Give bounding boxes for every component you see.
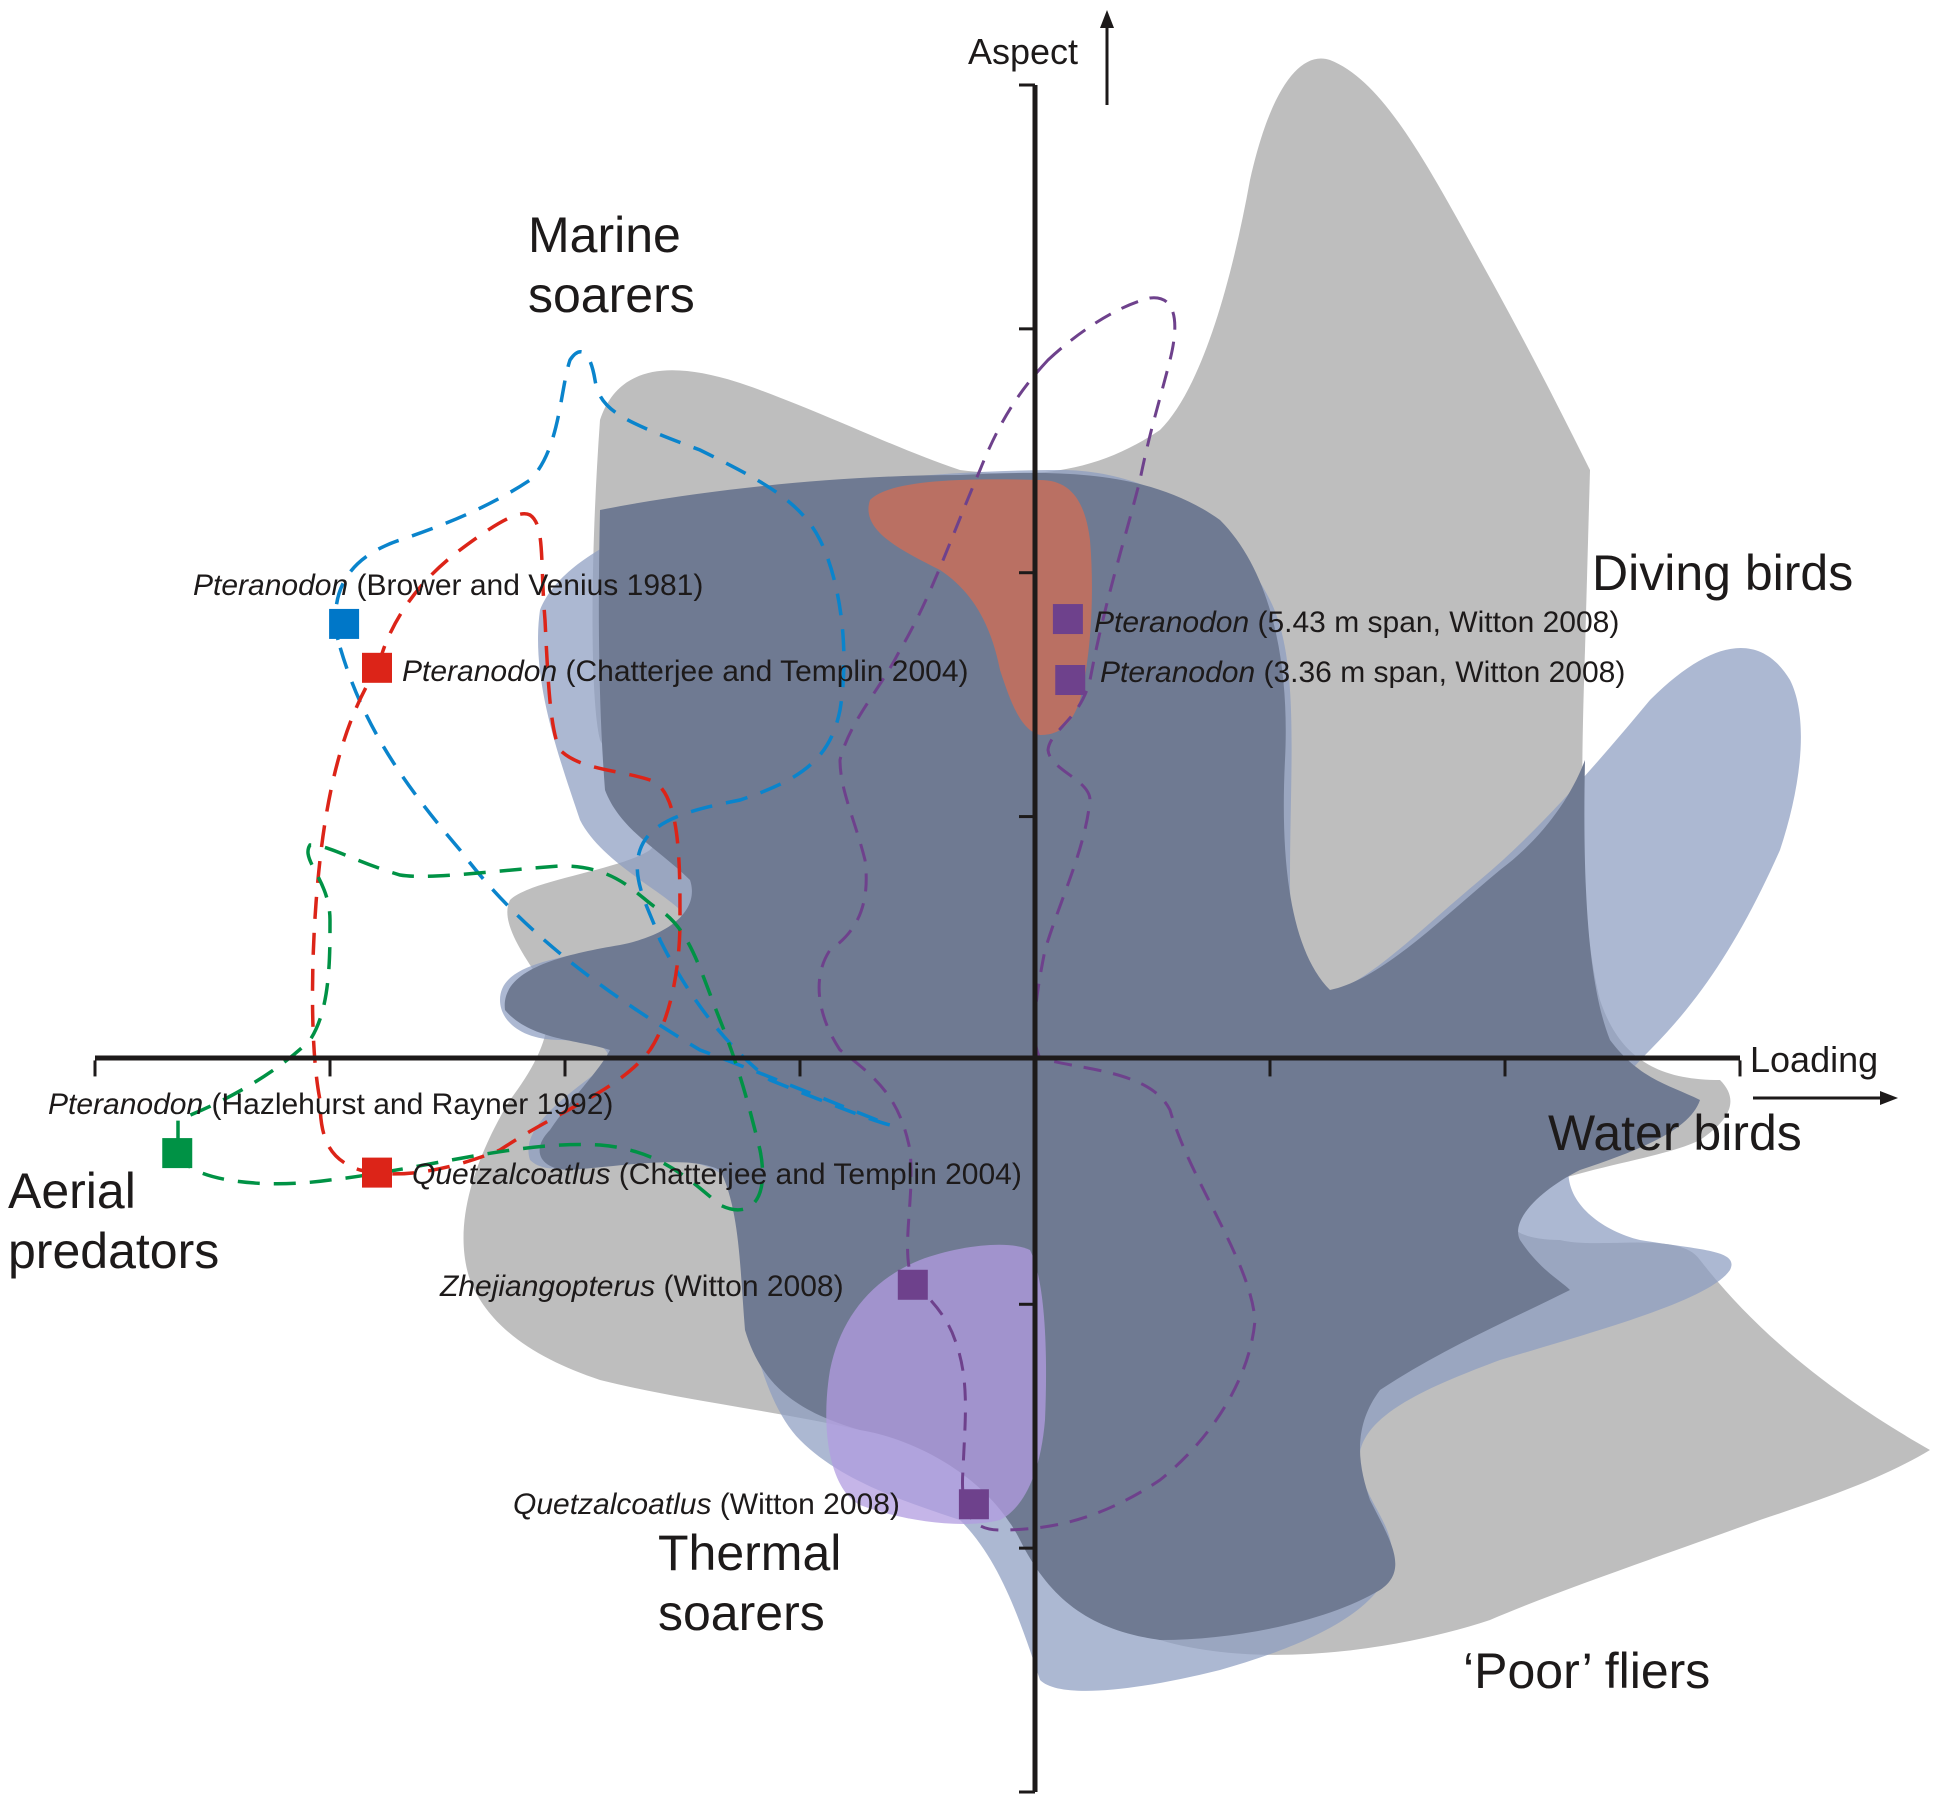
point-label-pteranodon-chatterjee: Pteranodon (Chatterjee and Templin 2004) (402, 655, 969, 688)
point-label-pteranodon-hazlehurst: Pteranodon (Hazlehurst and Rayner 1992) (48, 1088, 613, 1121)
point-label-quetzalcoatlus-witton: Quetzalcoatlus (Witton 2008) (513, 1488, 900, 1521)
purple-dashed-envelope (817, 296, 1257, 1532)
blue-dashed-envelope (333, 350, 891, 1127)
point-label-pteranodon-336: Pteranodon (3.36 m span, Witton 2008) (1100, 656, 1625, 689)
region-violet (826, 1244, 1047, 1525)
region-label-diving-birds: Diving birds (1592, 545, 1853, 601)
y-axis-label: Aspect (968, 31, 1078, 72)
green-dashed-envelope (176, 843, 765, 1212)
region-label-marine-soarers: Marine soarers (528, 207, 695, 323)
point-label-pteranodon-brower: Pteranodon (Brower and Venius 1981) (193, 569, 703, 602)
region-label-poor-fliers: ‘Poor’ fliers (1463, 1643, 1710, 1699)
x-direction-arrow-head (1880, 1091, 1898, 1105)
data-point-zhejiangopterus-6 (897, 1269, 928, 1300)
region-label-thermal-soarers: Thermal soarers (658, 1525, 855, 1641)
point-label-quetzalcoatlus-chatterjee: Quetzalcoatlus (Chatterjee and Templin 2… (412, 1158, 1022, 1191)
data-point-quetzalcoatlus-7 (958, 1489, 989, 1520)
data-point-pteranodon-1 (362, 652, 392, 683)
y-direction-arrow-head (1100, 10, 1114, 28)
data-point-pteranodon-2 (162, 1138, 193, 1169)
data-point-quetzalcoatlus-3 (362, 1157, 392, 1188)
data-point-pteranodon-5 (1055, 665, 1086, 696)
point-label-zhejiangopterus: Zhejiangopterus (Witton 2008) (439, 1270, 844, 1303)
region-label-aerial-predators: Aerial predators (8, 1163, 219, 1279)
region-label-water-birds: Water birds (1548, 1105, 1802, 1161)
red-dashed-envelope (310, 512, 682, 1176)
point-label-pteranodon-543: Pteranodon (5.43 m span, Witton 2008) (1094, 606, 1619, 639)
data-point-pteranodon-0 (329, 608, 360, 639)
data-point-pteranodon-4 (1052, 604, 1083, 635)
x-axis-label: Loading (1750, 1039, 1878, 1080)
